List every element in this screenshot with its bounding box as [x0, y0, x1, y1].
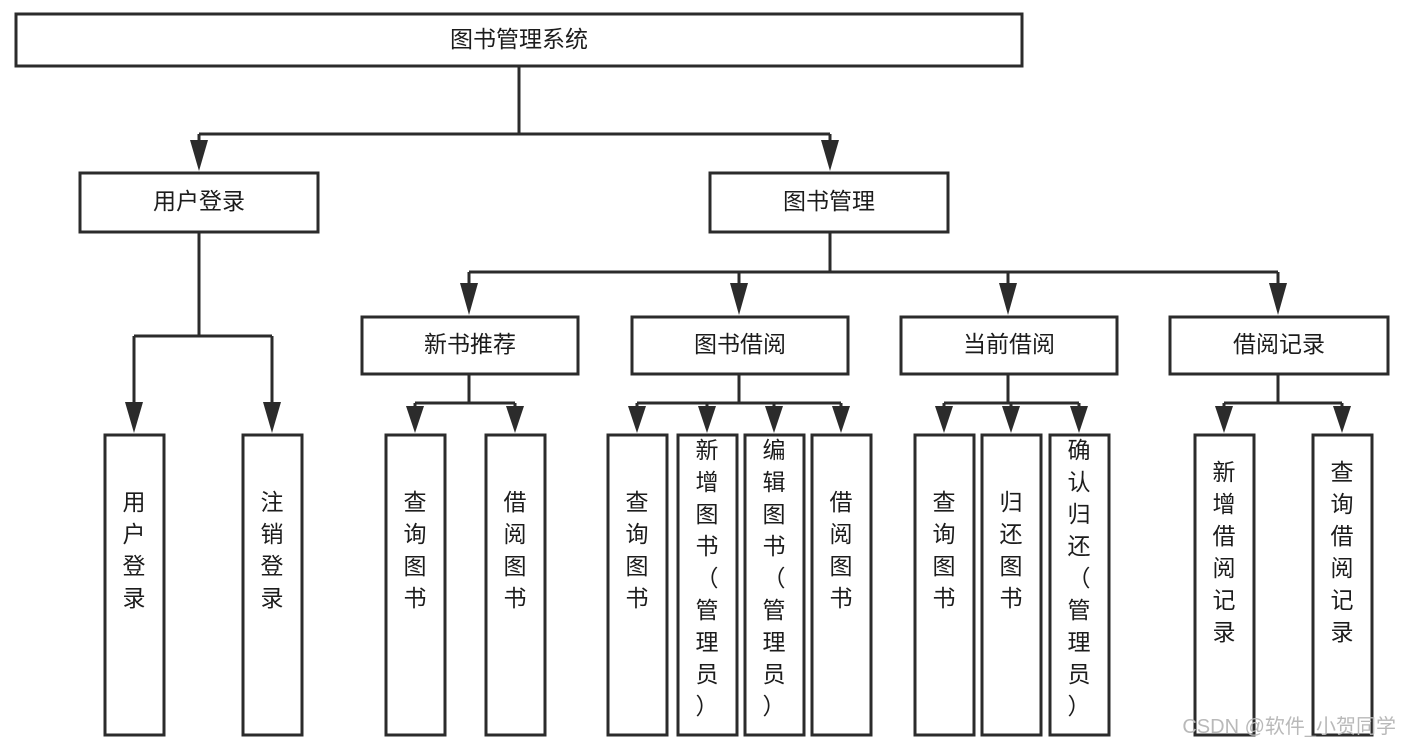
node-book-manage-box[interactable]: [708, 171, 950, 234]
node-leaf-query-book-1[interactable]: 查询图书: [384, 433, 447, 737]
arrow-head-leaf-user-logout: [263, 402, 281, 433]
node-leaf-query-book-2-box[interactable]: [606, 433, 669, 737]
connector-layer: [125, 66, 1351, 433]
node-leaf-query-book-1-label: 查询图书: [404, 489, 427, 611]
node-current-borrow-box[interactable]: [899, 315, 1119, 376]
arrow-head-leaf-confirm-return-admin: [1070, 406, 1088, 433]
node-leaf-add-borrow-record[interactable]: 新增借阅记录: [1193, 433, 1256, 737]
node-new-book-recommend-box[interactable]: [360, 315, 580, 376]
arrow-head-leaf-query-book-3: [935, 406, 953, 433]
node-leaf-edit-book-admin-label: 编辑图书（管理员）: [763, 437, 786, 719]
node-leaf-borrow-book-1-box[interactable]: [484, 433, 547, 737]
node-book-manage[interactable]: 图书管理: [708, 171, 950, 234]
node-leaf-user-login-label: 用户登录: [123, 489, 146, 611]
arrow-head-book-borrow: [730, 283, 748, 315]
node-root-box[interactable]: [14, 12, 1024, 68]
node-leaf-add-book-admin-label: 新增图书（管理员）: [696, 437, 719, 719]
node-leaf-query-book-2-label: 查询图书: [626, 489, 649, 611]
arrow-head-borrow-record: [1269, 283, 1287, 315]
arrow-head-leaf-return-book: [1002, 406, 1020, 433]
node-leaf-borrow-book-2-box[interactable]: [810, 433, 873, 737]
node-leaf-query-book-3[interactable]: 查询图书: [913, 433, 976, 737]
node-root-label: 图书管理系统: [450, 26, 588, 52]
node-leaf-query-borrow-record-box[interactable]: [1311, 433, 1374, 737]
arrow-head-leaf-add-book-admin: [698, 406, 716, 433]
node-book-manage-label: 图书管理: [783, 188, 875, 214]
node-borrow-record-box[interactable]: [1168, 315, 1390, 376]
arrow-head-new-book-recommend: [460, 283, 478, 315]
node-leaf-edit-book-admin[interactable]: 编辑图书（管理员）: [743, 433, 806, 737]
arrow-head-leaf-user-login: [125, 402, 143, 433]
node-leaf-user-logout-box[interactable]: [241, 433, 304, 737]
node-leaf-borrow-book-1[interactable]: 借阅图书: [484, 433, 547, 737]
node-leaf-confirm-return-admin[interactable]: 确认归还（管理员）: [1048, 433, 1111, 737]
arrow-head-user-login: [190, 140, 208, 171]
node-leaf-query-book-2[interactable]: 查询图书: [606, 433, 669, 737]
node-new-book-recommend-label: 新书推荐: [424, 331, 516, 357]
node-leaf-query-borrow-record[interactable]: 查询借阅记录: [1311, 433, 1374, 737]
node-leaf-user-login-box[interactable]: [103, 433, 166, 737]
node-leaf-confirm-return-admin-box[interactable]: [1048, 433, 1111, 737]
node-leaf-edit-book-admin-box[interactable]: [743, 433, 806, 737]
node-leaf-confirm-return-admin-label: 确认归还（管理员）: [1068, 437, 1091, 719]
node-borrow-record[interactable]: 借阅记录: [1168, 315, 1390, 376]
node-leaf-query-book-3-label: 查询图书: [933, 489, 956, 611]
node-book-borrow-box[interactable]: [630, 315, 850, 376]
node-leaf-user-logout-label: 注销登录: [261, 489, 284, 611]
node-book-borrow[interactable]: 图书借阅: [630, 315, 850, 376]
node-leaf-return-book-box[interactable]: [980, 433, 1043, 737]
node-leaf-add-book-admin-box[interactable]: [676, 433, 739, 737]
node-leaf-borrow-book-2-label: 借阅图书: [830, 489, 853, 611]
node-leaf-return-book-label: 归还图书: [1000, 489, 1023, 611]
arrow-head-leaf-query-book-2: [628, 406, 646, 433]
node-leaf-user-login[interactable]: 用户登录: [103, 433, 166, 737]
node-book-borrow-label: 图书借阅: [694, 331, 786, 357]
node-leaf-borrow-book-1-label: 借阅图书: [504, 489, 527, 611]
arrow-head-leaf-add-borrow-record: [1215, 406, 1233, 433]
node-new-book-recommend[interactable]: 新书推荐: [360, 315, 580, 376]
node-leaf-add-borrow-record-label: 新增借阅记录: [1213, 459, 1236, 645]
node-current-borrow[interactable]: 当前借阅: [899, 315, 1119, 376]
arrow-head-leaf-edit-book-admin: [765, 406, 783, 433]
node-leaf-borrow-book-2[interactable]: 借阅图书: [810, 433, 873, 737]
node-user-login-box[interactable]: [78, 171, 320, 234]
arrow-head-leaf-query-borrow-record: [1333, 406, 1351, 433]
node-leaf-add-borrow-record-box[interactable]: [1193, 433, 1256, 737]
node-leaf-user-logout[interactable]: 注销登录: [241, 433, 304, 737]
leaf-layer: 用户登录 注销登录 查询图书 借阅图书 查询图书 新增图书（管理员）: [103, 433, 1374, 737]
arrow-head-leaf-borrow-book-2: [832, 406, 850, 433]
node-borrow-record-label: 借阅记录: [1233, 331, 1325, 357]
node-leaf-add-book-admin[interactable]: 新增图书（管理员）: [676, 433, 739, 737]
arrow-head-leaf-borrow-book-1: [506, 406, 524, 433]
node-leaf-query-borrow-record-label: 查询借阅记录: [1331, 459, 1354, 645]
arrow-head-current-borrow: [999, 283, 1017, 315]
node-leaf-return-book[interactable]: 归还图书: [980, 433, 1043, 737]
arrow-head-leaf-query-book-1: [406, 406, 424, 433]
node-leaf-query-book-3-box[interactable]: [913, 433, 976, 737]
node-root[interactable]: 图书管理系统: [14, 12, 1024, 68]
arrow-head-book-manage: [821, 140, 839, 171]
node-user-login[interactable]: 用户登录: [78, 171, 320, 234]
node-current-borrow-label: 当前借阅: [963, 331, 1055, 357]
node-user-login-label: 用户登录: [153, 188, 245, 214]
csdn-watermark: CSDN @软件_小贺同学: [1182, 715, 1396, 738]
node-leaf-query-book-1-box[interactable]: [384, 433, 447, 737]
